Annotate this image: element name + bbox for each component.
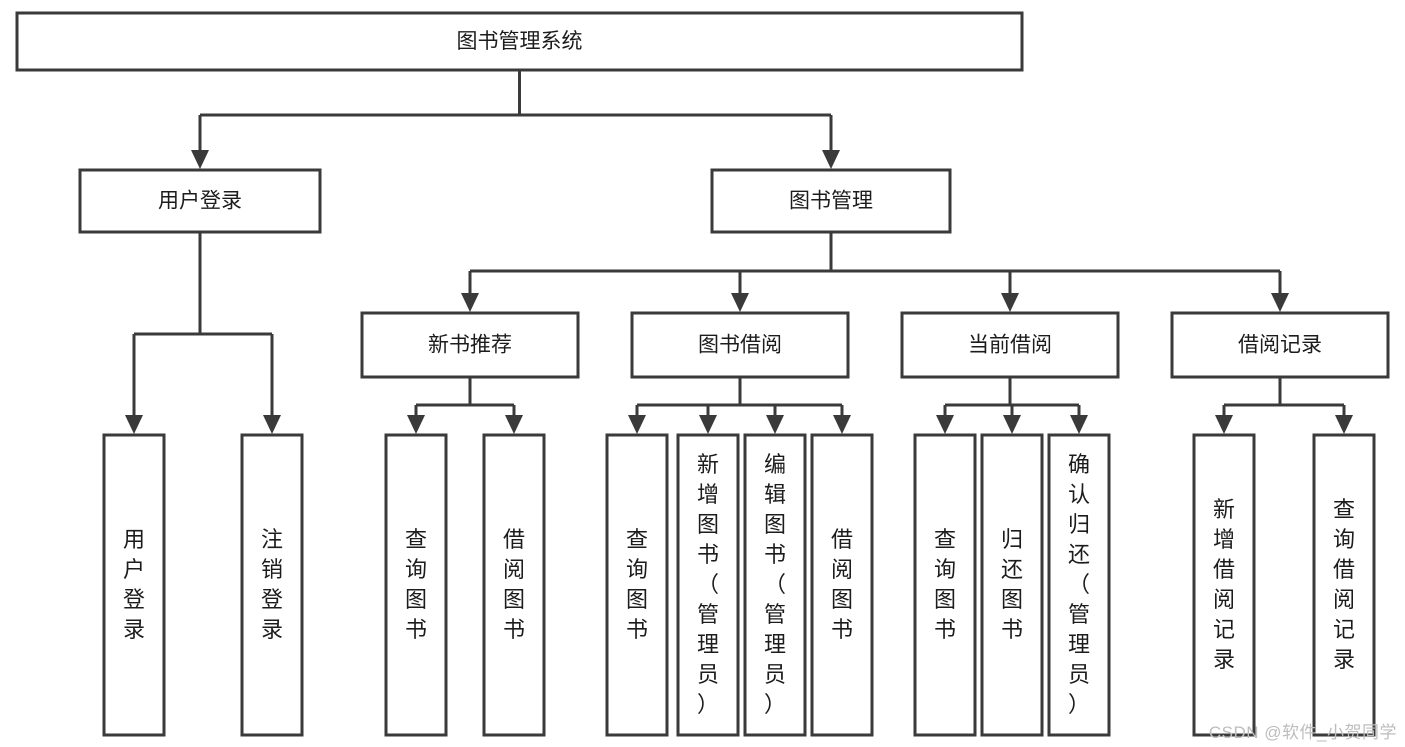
node-leaf-user-login-box: [102, 433, 166, 737]
watermark-text: CSDN @软件_小贺同学: [1208, 723, 1397, 742]
node-current-borrow-box: [900, 311, 1120, 379]
arrow-head-leaf-cur-query-book: [936, 415, 954, 434]
node-leaf-brw-borrow-book-label: 借阅图书: [831, 527, 853, 642]
node-leaf-cur-return-book[interactable]: 归还图书: [980, 433, 1044, 737]
node-current-borrow[interactable]: 当前借阅: [900, 311, 1120, 379]
node-leaf-brw-edit-book[interactable]: 编辑图书（管理员）: [743, 433, 807, 737]
node-leaf-rec-query-book[interactable]: 查询图书: [384, 433, 448, 737]
node-leaf-rec-query-book-box: [384, 433, 448, 737]
node-new-book-rec[interactable]: 新书推荐: [360, 311, 580, 379]
node-leaf-cur-query-book[interactable]: 查询图书: [913, 433, 977, 737]
arrow-head-leaf-brw-add-book: [699, 415, 717, 434]
node-book-manage-box: [710, 168, 952, 234]
arrow-head-leaf-user-logout: [263, 415, 281, 434]
node-leaf-brw-add-book-label: 新增图书（管理员）: [697, 452, 719, 717]
node-leaf-brw-add-book-box: [676, 433, 740, 737]
arrow-head-leaf-rec-borrow-book: [505, 415, 523, 434]
node-leaf-rec-borrow-book[interactable]: 借阅图书: [482, 433, 546, 737]
node-new-book-rec-box: [360, 311, 580, 379]
node-root-box: [15, 11, 1024, 72]
arrow-head-user-login: [191, 150, 209, 169]
node-leaf-rec-query-book-label: 查询图书: [405, 527, 427, 642]
arrow-head-leaf-rec-query-record: [1335, 415, 1353, 434]
node-leaf-brw-add-book[interactable]: 新增图书（管理员）: [676, 433, 740, 737]
node-borrow-record[interactable]: 借阅记录: [1170, 311, 1390, 379]
arrow-head-leaf-brw-edit-book: [766, 415, 784, 434]
node-leaf-rec-query-record[interactable]: 查询借阅记录: [1312, 433, 1376, 737]
edges-layer: [125, 70, 1353, 434]
arrow-head-book-manage: [822, 150, 840, 169]
node-leaf-cur-confirm-return-box: [1047, 433, 1111, 737]
node-leaf-rec-add-record[interactable]: 新增借阅记录: [1192, 433, 1256, 737]
node-leaf-rec-borrow-book-box: [482, 433, 546, 737]
arrow-head-leaf-user-login: [125, 415, 143, 434]
node-user-login-label: 用户登录: [158, 190, 242, 213]
node-user-login-box: [78, 168, 322, 234]
arrow-head-leaf-cur-return-book: [1003, 415, 1021, 434]
node-book-manage-label: 图书管理: [789, 190, 873, 213]
node-leaf-user-login-label: 用户登录: [123, 527, 145, 642]
arrow-head-leaf-brw-query-book: [628, 415, 646, 434]
node-leaf-cur-confirm-return[interactable]: 确认归还（管理员）: [1047, 433, 1111, 737]
node-leaf-brw-borrow-book[interactable]: 借阅图书: [810, 433, 874, 737]
arrow-head-leaf-rec-add-record: [1215, 415, 1233, 434]
node-leaf-cur-query-book-box: [913, 433, 977, 737]
node-user-login[interactable]: 用户登录: [78, 168, 322, 234]
node-book-borrow-box: [630, 311, 850, 379]
node-leaf-rec-borrow-book-label: 借阅图书: [503, 527, 525, 642]
node-leaf-user-logout[interactable]: 注销登录: [240, 433, 304, 737]
node-leaf-brw-query-book[interactable]: 查询图书: [605, 433, 669, 737]
node-leaf-user-logout-label: 注销登录: [261, 527, 283, 642]
node-root-label: 图书管理系统: [457, 30, 583, 53]
node-root[interactable]: 图书管理系统: [15, 11, 1024, 72]
node-leaf-brw-borrow-book-box: [810, 433, 874, 737]
node-leaf-cur-return-book-label: 归还图书: [1001, 527, 1023, 642]
node-leaf-cur-query-book-label: 查询图书: [934, 527, 956, 642]
node-leaf-rec-query-record-label: 查询借阅记录: [1333, 497, 1355, 672]
arrow-head-new-book-rec: [461, 293, 479, 312]
node-book-manage[interactable]: 图书管理: [710, 168, 952, 234]
node-book-borrow-label: 图书借阅: [698, 334, 782, 357]
arrow-head-current-borrow: [1001, 293, 1019, 312]
node-leaf-rec-query-record-box: [1312, 433, 1376, 737]
node-leaf-brw-query-book-label: 查询图书: [626, 527, 648, 642]
arrow-head-book-borrow: [731, 293, 749, 312]
node-leaf-user-login[interactable]: 用户登录: [102, 433, 166, 737]
node-new-book-rec-label: 新书推荐: [428, 334, 512, 357]
nodes-layer: 图书管理系统用户登录图书管理新书推荐图书借阅当前借阅借阅记录用户登录注销登录查询…: [15, 11, 1390, 737]
node-leaf-user-logout-box: [240, 433, 304, 737]
node-borrow-record-label: 借阅记录: [1238, 334, 1322, 357]
node-leaf-rec-add-record-label: 新增借阅记录: [1213, 497, 1235, 672]
arrow-head-borrow-record: [1271, 293, 1289, 312]
arrow-head-leaf-cur-confirm-return: [1070, 415, 1088, 434]
node-leaf-cur-confirm-return-label: 确认归还（管理员）: [1068, 452, 1090, 717]
node-current-borrow-label: 当前借阅: [968, 334, 1052, 357]
node-leaf-brw-edit-book-label: 编辑图书（管理员）: [764, 452, 786, 717]
node-leaf-rec-add-record-box: [1192, 433, 1256, 737]
node-book-borrow[interactable]: 图书借阅: [630, 311, 850, 379]
node-borrow-record-box: [1170, 311, 1390, 379]
arrow-head-leaf-rec-query-book: [407, 415, 425, 434]
arrow-head-leaf-brw-borrow-book: [833, 415, 851, 434]
node-leaf-brw-edit-book-box: [743, 433, 807, 737]
node-leaf-brw-query-book-box: [605, 433, 669, 737]
node-leaf-cur-return-book-box: [980, 433, 1044, 737]
